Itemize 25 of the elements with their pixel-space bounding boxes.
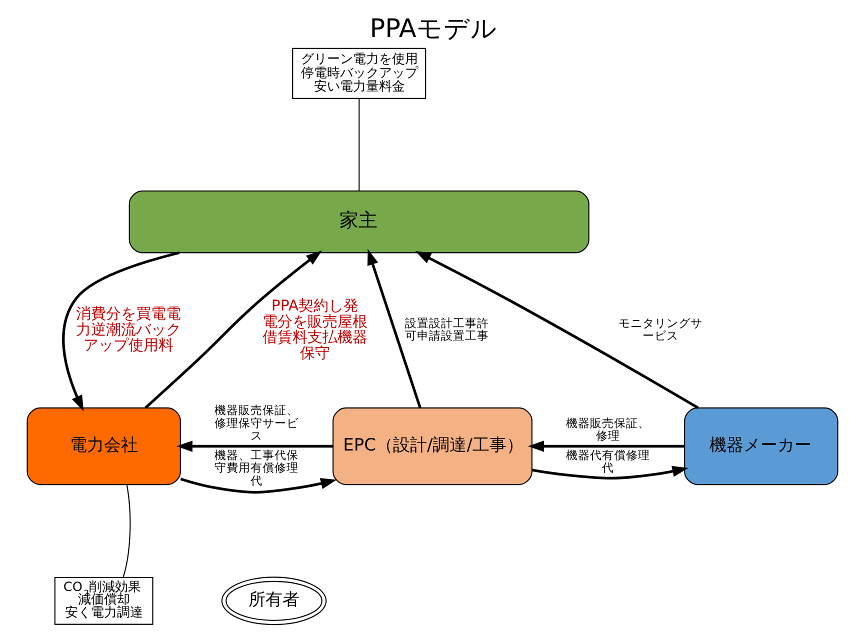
edge-label: 機器代有償修理代 — [566, 448, 650, 475]
node-box: 機器メーカー — [684, 407, 838, 486]
edge-label: 消費分を買電電力逆潮流バックアップ使用料 — [76, 304, 182, 354]
edge-label: 機器、工事代保守費用有償修理代 — [214, 448, 299, 488]
node-box: 電力会社 — [26, 407, 181, 486]
node-box: 家主 — [128, 190, 590, 254]
arrow — [367, 249, 422, 408]
node-ellipse: 所有者 — [221, 576, 327, 626]
edge-label: モニタリングサービス — [618, 316, 703, 343]
diagram-title: PPAモデル — [370, 14, 498, 44]
node-box: グリーン電力を使用 停電時バックアップ 安い電力量料金 — [292, 48, 426, 99]
arrow — [528, 440, 684, 452]
edge-label: 設置設計工事許可申請設置工事 — [404, 316, 489, 343]
connector — [122, 484, 131, 578]
edge-label: 機器販売保証、修理 — [566, 416, 650, 443]
edge-label: 機器販売保証、修理保守サービス — [214, 403, 299, 443]
node-box: EPC（設計/調達/工事） — [332, 407, 532, 486]
arrow — [532, 466, 688, 480]
arrow — [176, 440, 333, 452]
arrow — [62, 251, 180, 412]
arrow — [180, 478, 337, 494]
connector — [358, 98, 360, 190]
edge-label: PPA契約し発電分を販売屋根借賃料支払機器保守 — [262, 296, 368, 362]
arrow — [415, 250, 699, 410]
arrow — [144, 250, 322, 409]
